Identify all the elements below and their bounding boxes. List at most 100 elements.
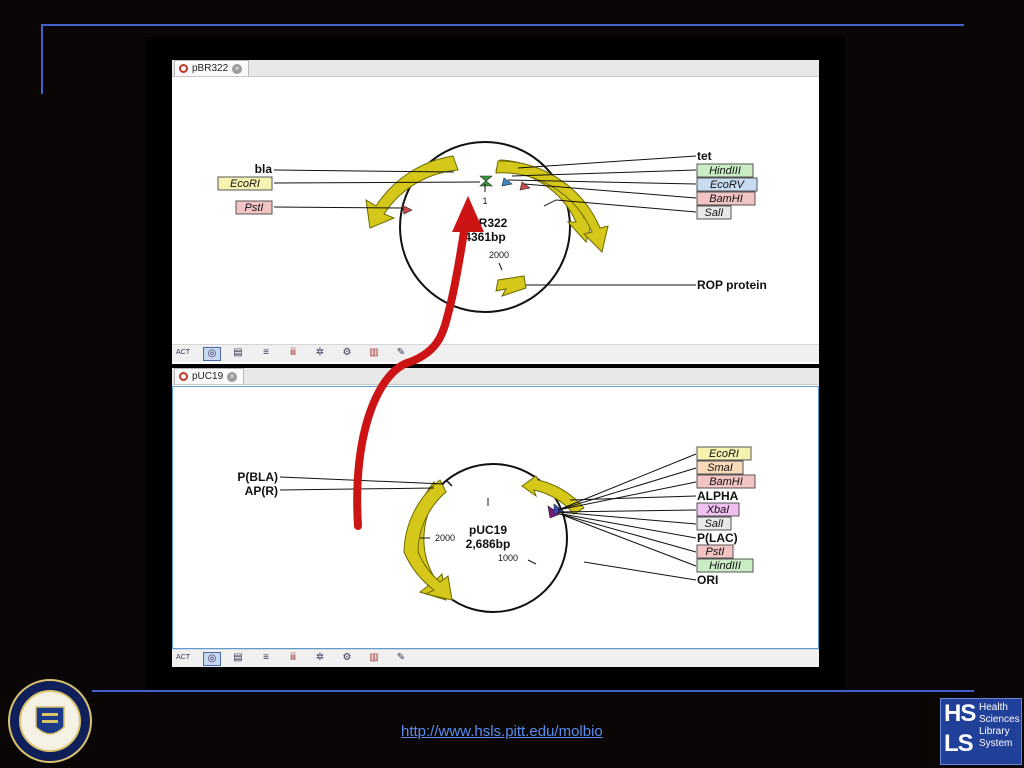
psti-site-marker[interactable] [401,204,413,215]
label-sali[interactable]: SalI [705,518,724,530]
act-icon[interactable]: ACT [176,654,190,661]
circular-map-icon[interactable]: ◎ [203,347,221,361]
position-label-1: 1 [482,196,487,206]
book-icon[interactable]: ▥ [369,652,379,663]
label-pbla[interactable]: P(BLA) [237,470,278,484]
logo-line-health: Health [979,702,1008,713]
label-box-sali [696,516,732,531]
tab-pbr322[interactable]: pBR322 × [174,60,250,76]
position-label-1000: 1000 [498,553,518,563]
digest-icon[interactable]: ⅲ [289,347,297,358]
puc19-leader-lines [279,453,697,581]
book-icon[interactable]: ▥ [369,347,379,358]
left-accent-line [41,24,43,94]
logo-line-sciences: Sciences [979,714,1020,725]
ecori-site-marker[interactable] [479,175,493,187]
puc19-toolbar: ACT ◎ ▤ ≡ ⅲ ✲ ⚙ ▥ ✎ [172,649,819,667]
label-bamhi[interactable]: BamHI [709,476,743,488]
tick-2000 [498,262,503,271]
bla-feature[interactable] [365,155,459,229]
label-box-ecorv [696,177,758,192]
plasmid-backbone [399,141,571,313]
close-icon[interactable]: × [227,371,238,382]
apr-feature-outer[interactable] [403,479,453,601]
puc19-panel: pUC19 × [172,368,819,667]
sali-site-marker [543,199,557,207]
pbr322-leader-lines [273,155,697,286]
tab-label: pUC19 [192,371,224,382]
edit-icon[interactable]: ✎ [396,347,406,358]
label-box-psti [696,544,734,559]
label-ecori[interactable]: EcoRI [230,178,260,190]
label-box-sali [696,205,732,220]
features-icon[interactable]: ▤ [233,652,243,663]
label-ecori[interactable]: EcoRI [709,448,739,460]
label-psti[interactable]: PstI [245,202,264,214]
label-box-xbai [696,502,740,517]
rop-feature[interactable] [495,275,527,297]
tab-label: pBR322 [192,63,229,74]
pbla-marker [445,479,453,487]
position-label-2000: 2000 [489,250,509,260]
pbr322-toolbar: ACT ◎ ▤ ≡ ⅲ ✲ ⚙ ▥ ✎ [172,344,819,362]
translation-icon[interactable]: ⚙ [342,652,352,663]
bottom-accent-line [92,690,974,692]
label-psti[interactable]: PstI [706,546,725,558]
edit-icon[interactable]: ✎ [396,652,406,663]
enzymes-icon[interactable]: ✲ [315,347,325,358]
bamhi-site-marker[interactable] [519,181,531,191]
digest-icon[interactable]: ⅲ [289,652,297,663]
plasmid-size: 2,686bp [466,537,511,551]
label-bamhi[interactable]: BamHI [709,193,743,205]
top-accent-line [42,24,964,26]
label-hindiii[interactable]: HindIII [709,165,741,177]
translation-icon[interactable]: ⚙ [342,347,352,358]
puc19-tab-bar: pUC19 × [172,368,819,385]
label-xbai[interactable]: XbaI [706,504,730,516]
logo-letters-ls: LS [944,730,974,757]
circular-map-icon[interactable]: ◎ [203,652,221,666]
logo-letters-hs: HS [944,700,976,727]
red-arrow-head [452,196,484,232]
enzymes-icon[interactable]: ✲ [315,652,325,663]
label-plac[interactable]: P(LAC) [697,531,738,545]
plasmid-icon [179,64,188,73]
act-icon[interactable]: ACT [176,349,190,356]
label-ecorv[interactable]: EcoRV [710,179,746,191]
puc19-map: P(BLA) AP(R) EcoRI SmaI BamHI ALPHA XbaI… [237,446,756,613]
alpha-feature[interactable] [521,475,585,515]
plasmid-name: pUC19 [469,523,507,537]
footer-url-link[interactable]: http://www.hsls.pitt.edu/molbio [401,723,603,740]
label-ori[interactable]: ORI [697,573,718,587]
pbr322-panel: pBR322 × [172,60,819,364]
label-alpha[interactable]: ALPHA [697,489,739,503]
hsls-logo: HS LS Health Sciences Library System [940,698,1022,765]
label-box-ecori [217,176,273,191]
label-box-bamhi [696,191,756,206]
features-icon[interactable]: ▤ [233,347,243,358]
plasmid-icon [179,372,188,381]
tet-feature-outer[interactable] [495,160,609,253]
label-apr[interactable]: AP(R) [245,484,278,498]
label-tet[interactable]: tet [697,149,712,163]
label-hindiii[interactable]: HindIII [709,560,741,572]
tab-puc19[interactable]: pUC19 × [174,368,245,384]
hindiii-site-marker[interactable] [501,177,513,187]
logo-text: Health Sciences Library System [979,702,1020,750]
puc19-map-border [172,386,819,649]
red-arrow-shaft [353,214,470,530]
label-box-smai [696,460,744,475]
label-smai[interactable]: SmaI [707,462,733,474]
sequence-text-icon[interactable]: ≡ [263,652,269,663]
label-sali[interactable]: SalI [705,207,724,219]
label-rop-protein[interactable]: ROP protein [697,278,767,292]
sequence-text-icon[interactable]: ≡ [263,347,269,358]
label-box-psti [235,200,273,215]
close-icon[interactable]: × [232,63,243,74]
label-bla[interactable]: bla [255,162,273,176]
tick-1000 [527,559,537,565]
position-label-2000: 2000 [435,533,455,543]
university-seal-logo [8,679,92,763]
pbr322-tab-bar: pBR322 × [172,60,819,77]
